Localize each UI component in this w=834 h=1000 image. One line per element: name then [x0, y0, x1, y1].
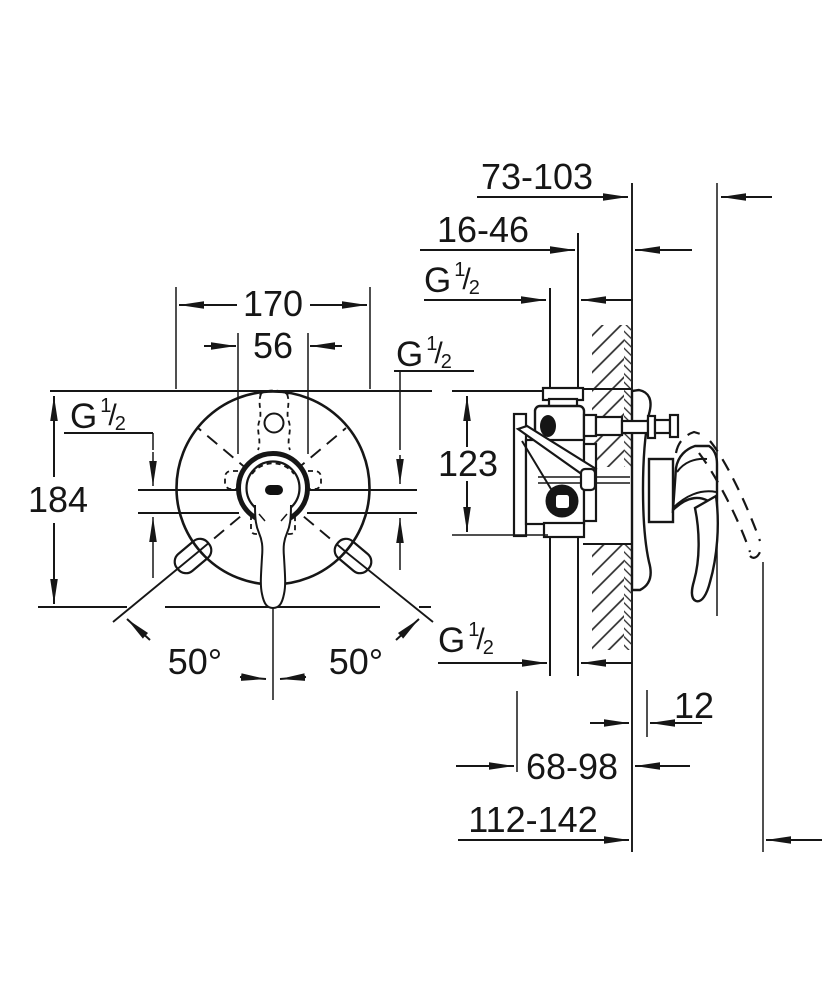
dim-170-label: 170: [243, 283, 303, 324]
inlet-axis-lines: [138, 489, 417, 514]
front-view: [38, 389, 548, 700]
rod-clamp: [579, 467, 597, 492]
escutcheon-flange-side: [630, 388, 652, 592]
lever-mouth-slot: [265, 485, 283, 495]
dim-73-103-label: 73-103: [481, 156, 593, 197]
dim-184-label: 184: [28, 479, 88, 520]
dim-73-103: 73-103: [477, 156, 772, 201]
hidden-port-right: [299, 470, 322, 490]
dim-56: 56: [204, 325, 342, 454]
angle-50-left-label: 50°: [168, 641, 222, 682]
outlet-pipe-bottom: [549, 537, 579, 676]
handle-lever-front: [254, 485, 292, 610]
handle-open-position-dashed: [674, 430, 764, 559]
angle-50-right: 50°: [279, 618, 420, 682]
wall-opening-edges: [583, 388, 631, 545]
top-outlet-hidden: [257, 389, 291, 451]
valve-body: [512, 386, 630, 539]
handle-cap-bottom-line: [672, 490, 717, 509]
union-opening: [540, 415, 556, 437]
tile-hatch-upper: [624, 325, 632, 467]
dim-12: 12: [590, 685, 714, 737]
angle-50-left: 50°: [126, 618, 267, 682]
angle-50-right-label: 50°: [329, 641, 383, 682]
outlet-dashed-left: [257, 393, 262, 451]
wall-hatch-upper: [592, 325, 624, 467]
bracket-strut: [515, 424, 598, 482]
dim-112-142: 112-142: [458, 799, 822, 844]
outlet-dashed-right: [286, 393, 291, 451]
outlet-screw-hole: [263, 412, 285, 434]
tile-hatch-lower: [624, 544, 632, 650]
dim-56-label: 56: [253, 325, 293, 366]
dim-68-98: 68-98: [456, 691, 690, 787]
wall-hatch-lower: [592, 544, 624, 650]
swing-line-right-extension: [345, 551, 434, 623]
outlet-dashed-top: [259, 389, 289, 396]
dim-68-98-label: 68-98: [526, 746, 618, 787]
bracket-diagonal: [521, 440, 552, 490]
handle-hub: [647, 457, 675, 524]
screw-socket: [556, 495, 569, 508]
dim-123: 123: [438, 396, 548, 536]
dim-123-label: 123: [438, 443, 498, 484]
body-bottom-step: [542, 521, 586, 539]
dim-184: 184: [28, 396, 88, 604]
handle-blade: [690, 494, 719, 603]
wall-section: [583, 325, 632, 650]
dim-12-label: 12: [674, 685, 714, 726]
cartridge-spindle: [582, 413, 680, 440]
reference-lines: [38, 390, 548, 608]
side-view: [512, 183, 764, 852]
supply-pipe-top: [549, 233, 579, 390]
lever-shoulder-lines: [258, 513, 288, 522]
spindle-end-cap: [668, 413, 680, 439]
dim-170: 170: [175, 283, 371, 389]
handle-side-view: [647, 444, 719, 603]
dim-112-142-label: 112-142: [468, 799, 597, 840]
dim-16-46-label: 16-46: [437, 209, 529, 250]
dim-16-46: 16-46: [420, 209, 692, 254]
swing-line-left-extension: [112, 551, 199, 623]
hidden-port-left: [224, 470, 247, 490]
